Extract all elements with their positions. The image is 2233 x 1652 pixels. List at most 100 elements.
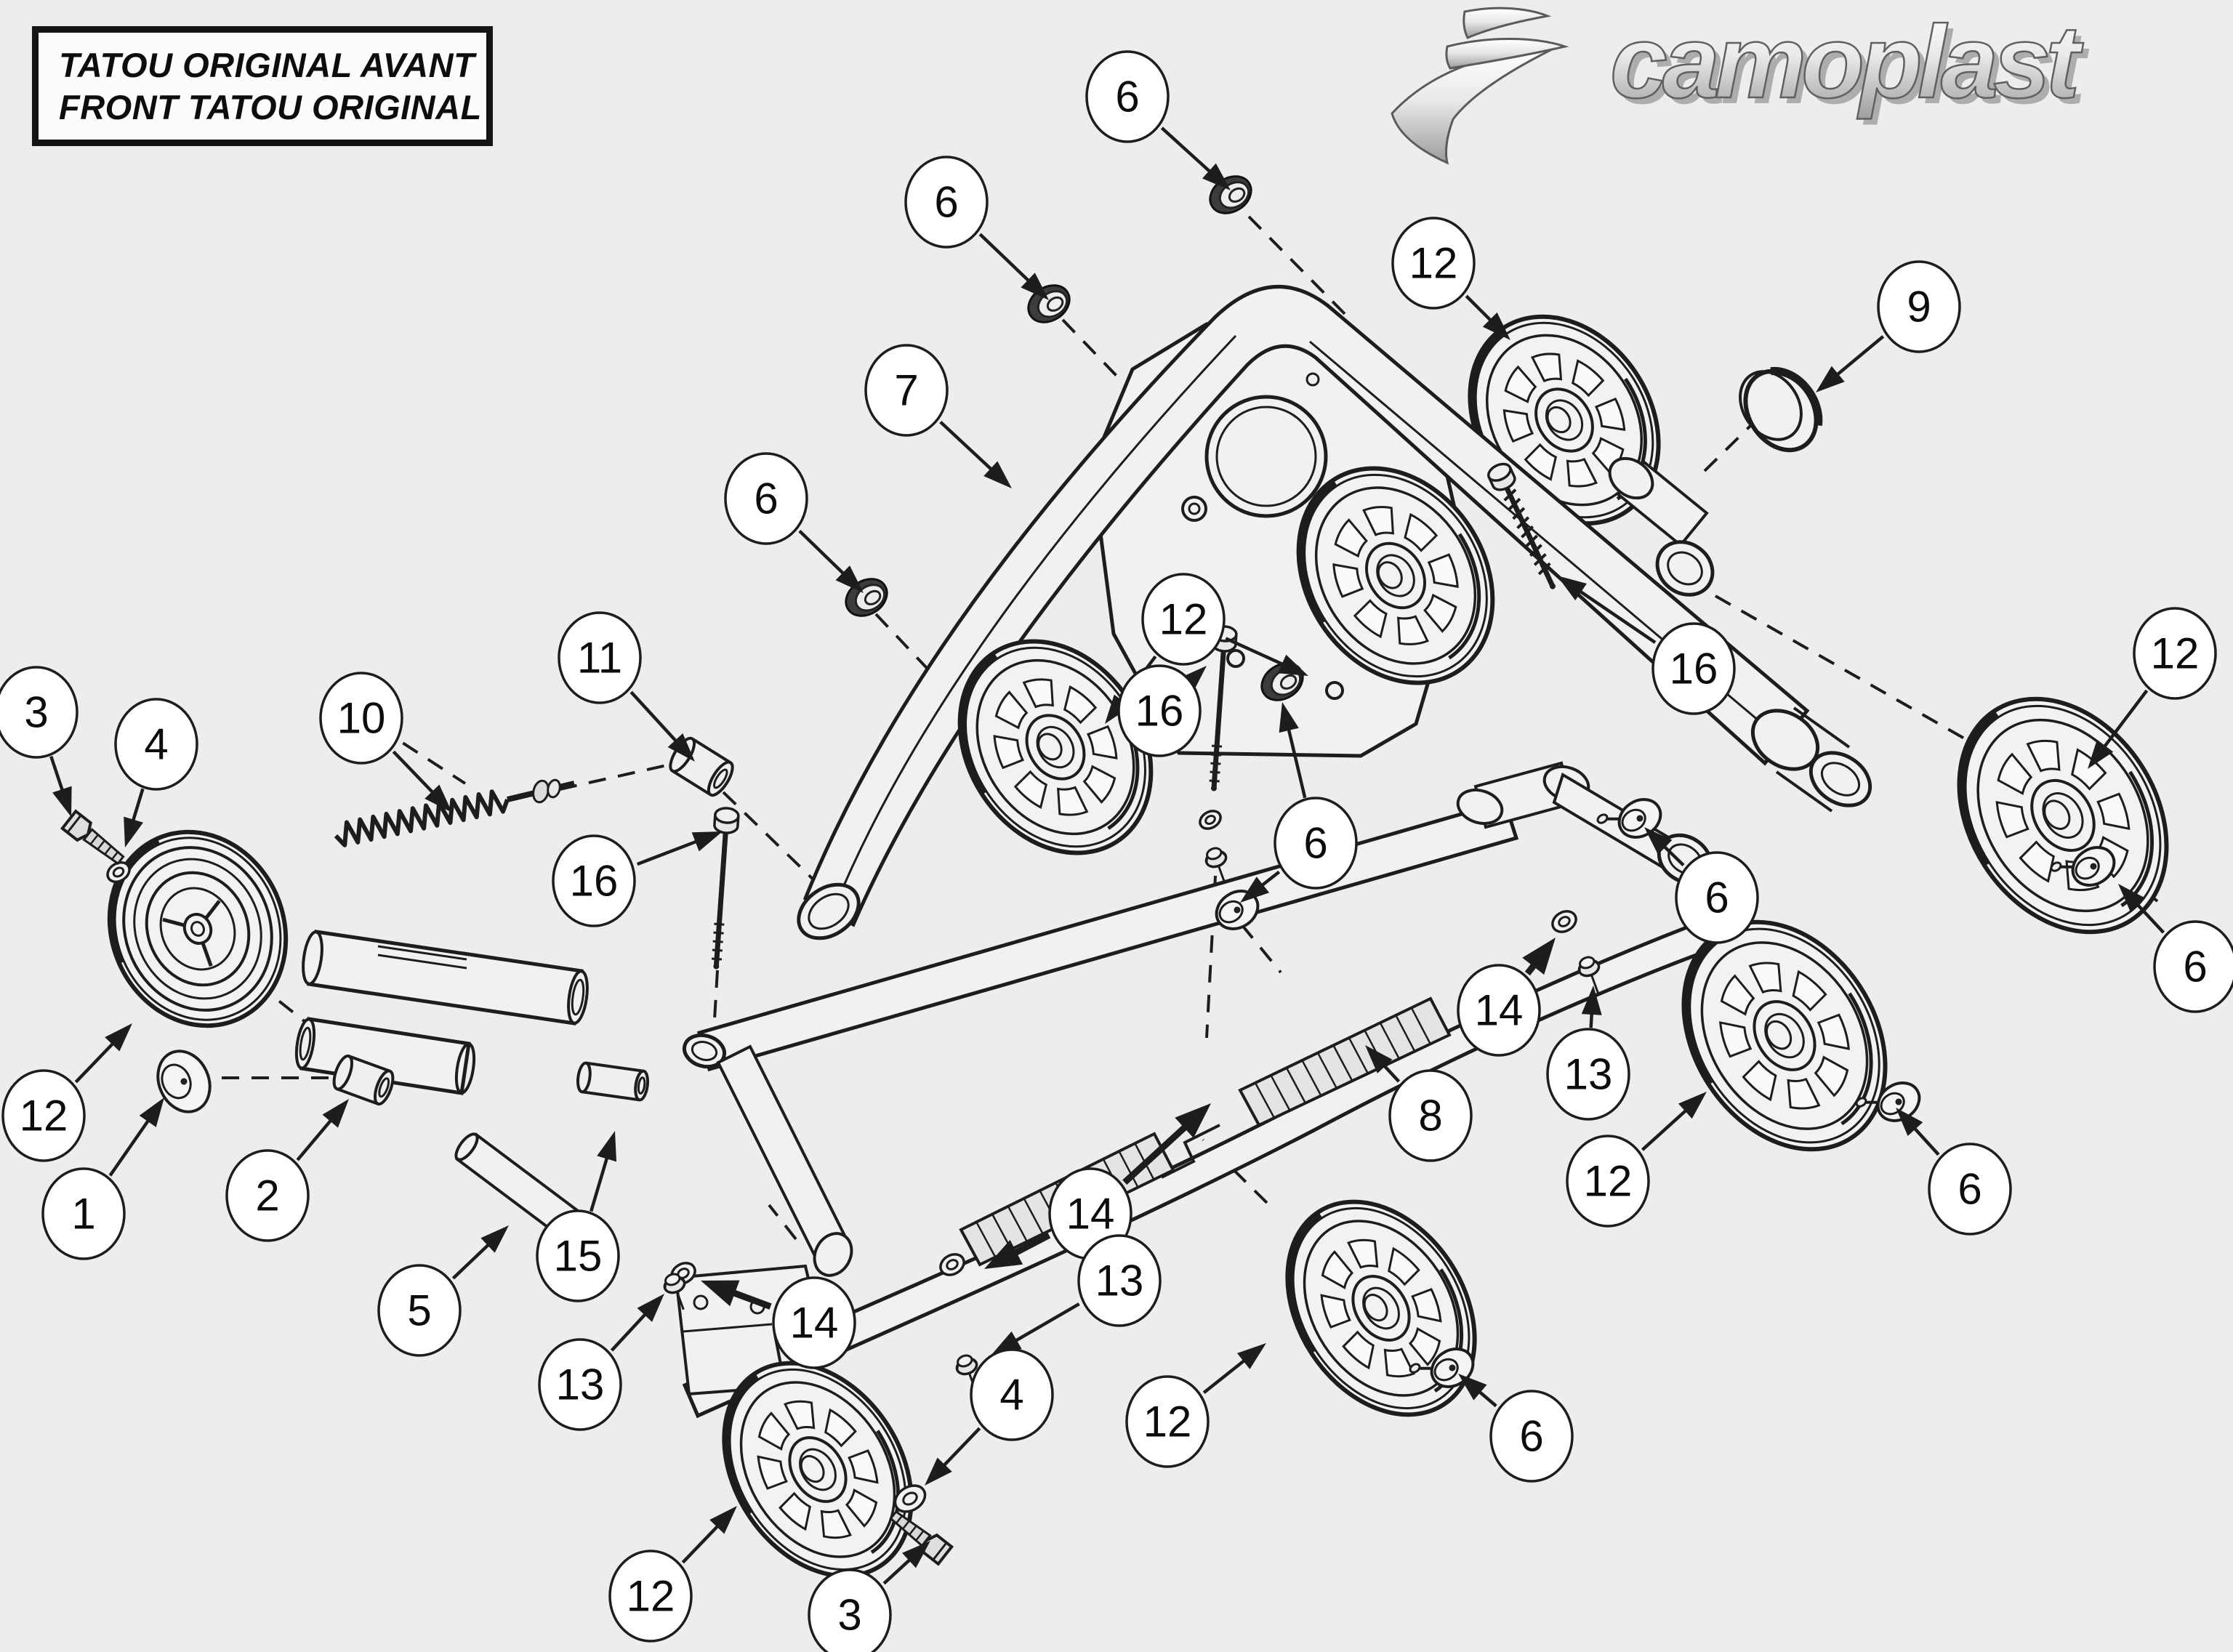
callout-1: 1: [41, 1097, 164, 1260]
callout-circle: [1651, 622, 1736, 715]
hex-bolt-3: [889, 1510, 954, 1566]
axis-dash-line: [1061, 318, 1135, 395]
callout-circle: [1117, 664, 1202, 757]
callout-16: 16: [1117, 664, 1207, 757]
camoplast-logo: camoplast camoplast: [1391, 4, 2095, 165]
callout-arrowhead: [1482, 312, 1510, 340]
lock-nut-13: [1577, 956, 1601, 994]
callout-arrowhead: [480, 1225, 509, 1253]
callout-arrow: [1641, 1104, 1693, 1151]
axis-dash-line: [768, 1204, 797, 1241]
callout-arrowhead: [1816, 366, 1845, 392]
callout-arrowhead: [139, 1097, 164, 1127]
callout-arrow: [108, 1113, 154, 1177]
callout-arrow: [451, 1238, 496, 1280]
swing-link: [716, 1044, 853, 1277]
callout-circle: [904, 156, 989, 249]
callout-6: 6: [1896, 1108, 2012, 1236]
wheel-cap: [1215, 890, 1260, 930]
callout-circle: [1566, 1135, 1650, 1228]
callout-circle: [1877, 260, 1961, 353]
callout-number: 14: [790, 1299, 839, 1347]
callout-number: 4: [144, 720, 168, 769]
callout-arrow: [1572, 585, 1657, 644]
callout-arrow: [681, 1519, 725, 1564]
callout-arrowhead: [667, 733, 695, 762]
callout-circle: [377, 1264, 462, 1357]
callout-arrowhead: [691, 831, 723, 852]
callout-circle: [1546, 1028, 1630, 1121]
callout-arrowhead: [984, 1240, 1023, 1269]
callout-number: 12: [1159, 595, 1208, 644]
callout-6: 6: [1644, 827, 1759, 944]
callout-circle: [772, 1276, 856, 1369]
callout-number: 5: [407, 1286, 431, 1335]
callout-arrowhead: [1277, 654, 1308, 676]
callout-9: 9: [1816, 260, 1961, 392]
callout-circle: [808, 1568, 892, 1652]
callout-7: 7: [864, 344, 1012, 488]
idler-wheel-12: [1296, 466, 1495, 685]
callout-arrowhead: [2088, 739, 2114, 769]
callout-number: 14: [1475, 986, 1524, 1035]
callout-number: 6: [1115, 73, 1139, 121]
callout-arrow: [74, 1036, 120, 1084]
callout-circle: [1928, 1143, 2012, 1236]
spindle-housing: [294, 930, 589, 1095]
callout-arrowhead: [1458, 1374, 1487, 1401]
callout-arrowhead: [1279, 702, 1299, 733]
callout-number: 6: [2183, 943, 2207, 991]
callout-circle: [225, 1149, 310, 1242]
callout-number: 16: [1670, 645, 1718, 693]
callout-circle: [608, 1550, 693, 1643]
callout-circle: [1141, 573, 1226, 666]
callout-arrowhead: [925, 1457, 952, 1486]
callout-14: 14: [1457, 938, 1556, 1057]
callout-arrowhead: [124, 816, 143, 847]
callout-circle: [724, 452, 808, 545]
callout-arrowhead: [2118, 884, 2146, 912]
callout-number: 8: [1418, 1092, 1442, 1140]
callout-13: 13: [991, 1234, 1162, 1355]
washer: [893, 1484, 927, 1513]
title-line-english: FRONT TATOU ORIGINAL: [59, 88, 482, 127]
callout-circle: [319, 672, 403, 765]
callout-number: 4: [999, 1371, 1023, 1419]
callout-12: 12: [1391, 217, 1510, 340]
callout-arrowhead: [1021, 273, 1049, 300]
callout-12: 12: [1, 1023, 132, 1162]
callout-5: 5: [377, 1225, 509, 1357]
callout-number: 14: [1066, 1190, 1115, 1238]
idler-wheel-12: [957, 639, 1154, 855]
lock-nut-13: [1204, 847, 1228, 885]
callout-number: 13: [1564, 1050, 1613, 1099]
idler-wheel-12: [722, 1361, 914, 1579]
callout-circle: [0, 666, 79, 759]
callout-arrow: [939, 420, 999, 476]
wear-pad: [1238, 996, 1452, 1127]
callout-11: 11: [558, 611, 695, 762]
wheel-cap: [2050, 846, 2116, 887]
callout-6: 6: [1240, 702, 1358, 903]
logo-text: camoplast: [1610, 4, 2084, 120]
callout-15: 15: [536, 1131, 620, 1302]
callout-circle: [114, 698, 198, 791]
callout-number: 2: [255, 1172, 279, 1220]
axis-dash-line: [559, 759, 690, 791]
callout-circle: [864, 344, 949, 437]
callout-arrow: [296, 1113, 337, 1161]
bushing-spacer: [576, 1061, 650, 1102]
logo-text-shadow: camoplast: [1616, 10, 2090, 126]
axis-dash-line: [1715, 595, 2107, 821]
callout-number: 6: [754, 475, 778, 523]
idler-wheel-12: [1957, 696, 2169, 935]
callout-arrow: [1225, 637, 1291, 669]
callout-number: 16: [570, 857, 619, 906]
callout-arrowhead: [983, 461, 1012, 488]
wheel-cap: [156, 1049, 212, 1113]
washer: [106, 861, 131, 883]
callout-arrow: [1160, 126, 1217, 178]
callout-arrowhead: [835, 565, 864, 593]
